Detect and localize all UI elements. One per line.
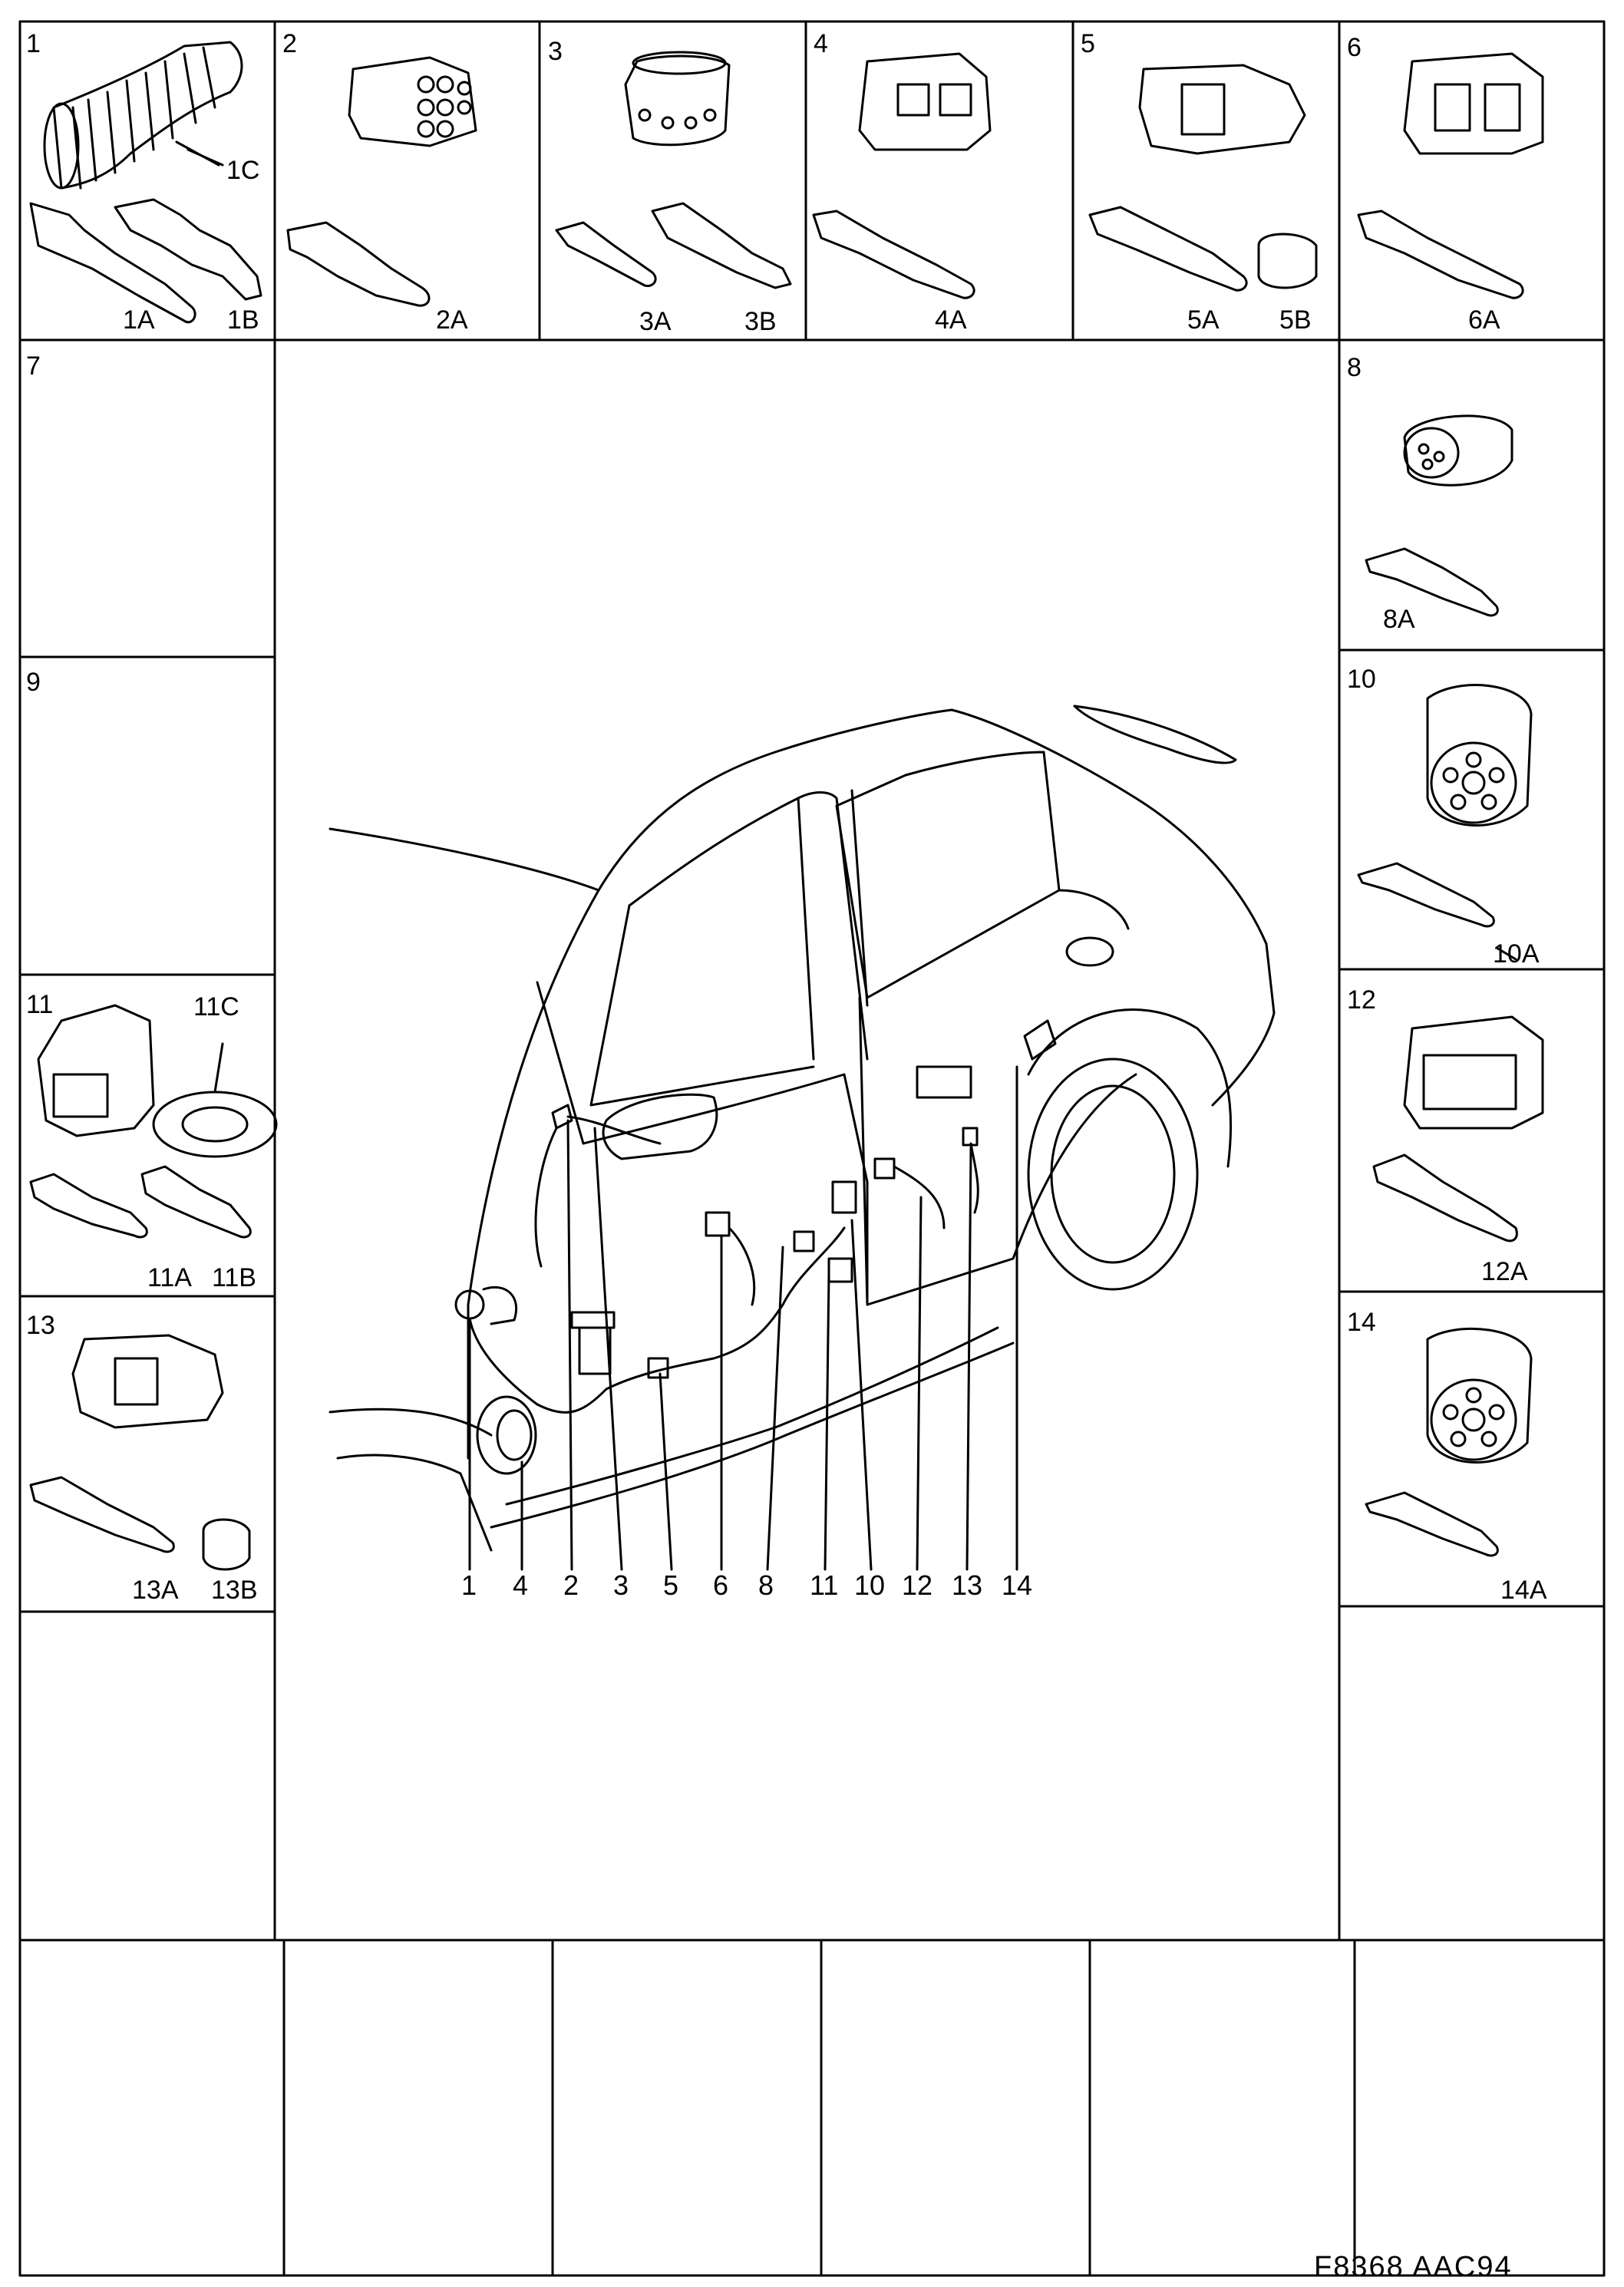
part-label: 2A (436, 305, 468, 335)
connector-drawing (555, 51, 792, 289)
box-1-number: 1 (26, 29, 41, 58)
connector-drawing (1357, 52, 1544, 299)
connector-drawing (1365, 414, 1513, 617)
part-label: 1C (226, 156, 260, 185)
callout-leaders (468, 1065, 1018, 1571)
part-label: 11A (147, 1263, 192, 1292)
callout-number: 4 (513, 1569, 529, 1601)
part-label: 6A (1468, 305, 1500, 335)
box-5-number: 5 (1081, 29, 1095, 58)
corrugated-tube-drawing (43, 41, 243, 190)
part-label: 14A (1500, 1576, 1547, 1605)
box-3-number: 3 (548, 37, 563, 66)
part-label: 12A (1481, 1257, 1528, 1286)
connector-drawing (1372, 1015, 1544, 1243)
connector-drawing (812, 52, 992, 299)
callout-number: 11 (810, 1569, 839, 1601)
connector-drawing (29, 1334, 251, 1571)
box-12-number: 12 (1347, 985, 1376, 1015)
car-door-drawing (328, 705, 1276, 1552)
part-label: 1B (227, 305, 259, 335)
connector-drawing (1357, 684, 1533, 928)
part-label: 5A (1187, 305, 1220, 335)
connector-drawing (1088, 64, 1318, 292)
callout-number: 14 (1002, 1569, 1033, 1601)
box-9-number: 9 (26, 668, 41, 697)
part-label: 8A (1383, 605, 1415, 634)
figure-reference: F8368 AAC94 (1314, 2251, 1513, 2283)
box-13-number: 13 (26, 1311, 55, 1340)
box-14-number: 14 (1347, 1308, 1376, 1337)
box-2-number: 2 (282, 29, 297, 58)
part-label: 3A (639, 307, 672, 336)
box-7-number: 7 (26, 351, 41, 381)
part-label: 11B (212, 1263, 256, 1292)
terminal-drawing (29, 198, 262, 324)
callout-number: 8 (758, 1569, 774, 1601)
part-label: 13A (132, 1576, 179, 1605)
box-6-number: 6 (1347, 33, 1362, 62)
box-8-number: 8 (1347, 353, 1362, 382)
callout-number: 5 (663, 1569, 679, 1601)
callout-number: 6 (713, 1569, 729, 1601)
part-label: 11C (193, 992, 239, 1021)
connector-drawing (286, 56, 477, 307)
part-label: 5B (1279, 305, 1312, 335)
callout-number: 13 (952, 1569, 983, 1601)
callout-number: 3 (613, 1569, 629, 1601)
callout-number: 2 (563, 1569, 579, 1601)
callout-number: 1 (461, 1569, 477, 1601)
part-label: 4A (935, 305, 967, 335)
box-10-number: 10 (1347, 665, 1376, 694)
box-11-number: 11 (26, 990, 54, 1019)
part-label: 10A (1493, 939, 1540, 969)
part-label: 13B (211, 1576, 258, 1605)
grid-lines (18, 20, 1606, 2277)
part-label: 3B (744, 307, 777, 336)
box-4-number: 4 (814, 29, 828, 58)
part-leaders (186, 148, 1517, 1094)
relay-drawing (29, 1004, 278, 1239)
callout-number: 12 (902, 1569, 933, 1601)
part-label: 1A (123, 305, 155, 335)
connector-drawing (1365, 1327, 1533, 1557)
callout-number: 10 (854, 1569, 886, 1601)
